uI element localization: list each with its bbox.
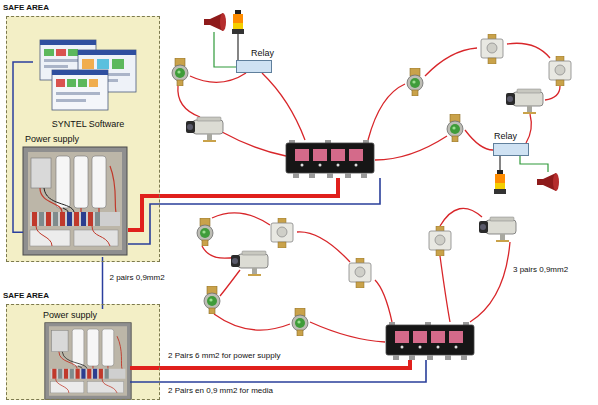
cable-label: 2 Pairs en 0,9 mm2 for media bbox=[168, 386, 273, 396]
gas-detector bbox=[197, 218, 213, 246]
cable-label: 2 Pairs 6 mm2 for power supply bbox=[168, 351, 281, 361]
field-loops bbox=[178, 43, 560, 342]
field-device bbox=[429, 226, 451, 256]
field-device bbox=[481, 34, 503, 64]
junction-box bbox=[286, 140, 374, 178]
field-device bbox=[271, 218, 293, 248]
media-cable bbox=[130, 360, 426, 382]
power-supply: Power supply bbox=[23, 133, 129, 257]
cable-connector bbox=[13, 62, 33, 232]
camera bbox=[231, 251, 268, 276]
gas-detector bbox=[292, 308, 308, 336]
relay-label: Relay bbox=[251, 48, 274, 59]
node-label: Power supply bbox=[43, 310, 97, 321]
relay-box: Relay bbox=[236, 60, 272, 73]
gas-detector bbox=[407, 68, 423, 96]
relay-label: Relay bbox=[494, 131, 517, 142]
trunk-cables bbox=[128, 178, 426, 382]
safe-area: SAFE AREASYNTEL SoftwarePower supply bbox=[6, 16, 160, 262]
safe-area: SAFE AREAPower supply bbox=[6, 304, 160, 400]
cable-label: 3 pairs 0,9mm2 bbox=[513, 265, 568, 275]
area-heading: SAFE AREA bbox=[3, 290, 49, 301]
gas-detector bbox=[447, 114, 463, 142]
field-device bbox=[349, 258, 371, 288]
cable-label: 2 pairs 0,9mm2 bbox=[109, 273, 166, 283]
beacon-symbol bbox=[232, 10, 244, 34]
power-cable bbox=[130, 360, 410, 368]
camera bbox=[186, 117, 223, 142]
relay-wiring bbox=[214, 32, 548, 172]
gas-detector bbox=[204, 286, 220, 314]
camera bbox=[479, 217, 516, 242]
node-label: Power supply bbox=[25, 134, 79, 145]
power-cabinet bbox=[45, 323, 131, 400]
media-cable bbox=[128, 178, 380, 244]
camera bbox=[506, 89, 543, 114]
safe-area-fill bbox=[6, 16, 160, 262]
cable-connector bbox=[102, 257, 104, 309]
safe-area-fill bbox=[6, 304, 160, 400]
node-label: SYNTEL Software bbox=[52, 119, 125, 130]
horn-symbol bbox=[204, 13, 226, 31]
power-cabinet bbox=[23, 147, 127, 255]
power-supply: Power supply bbox=[41, 309, 137, 401]
beacon-symbol bbox=[494, 170, 506, 194]
software-screens bbox=[40, 40, 136, 110]
junction-box bbox=[386, 322, 474, 360]
horn-symbol bbox=[537, 173, 559, 191]
field-device bbox=[549, 56, 571, 86]
area-heading: SAFE AREA bbox=[3, 2, 49, 13]
relay-box: Relay bbox=[493, 143, 529, 156]
gas-detector bbox=[172, 58, 188, 86]
software-station: SYNTEL Software bbox=[33, 35, 143, 131]
